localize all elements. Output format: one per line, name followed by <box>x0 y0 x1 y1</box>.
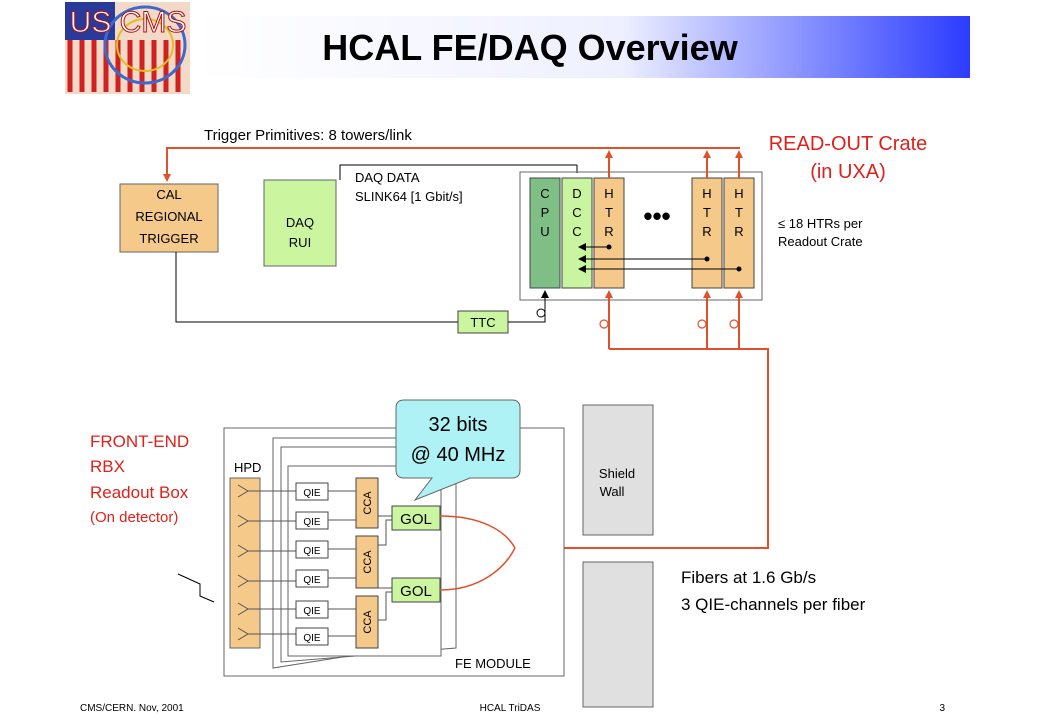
logo-text: US CMS <box>70 6 187 39</box>
cca-label: CCA <box>362 610 374 634</box>
cal-regional-trigger-box <box>119 183 219 253</box>
shield-wall-lower <box>582 561 654 708</box>
qie-label: QIE <box>303 546 321 557</box>
cpu-letter-p: P <box>541 205 550 220</box>
dcc-card <box>561 177 593 289</box>
fiber-connector <box>599 319 609 329</box>
fiber-links <box>515 290 769 549</box>
qie-label: QIE <box>303 517 321 528</box>
htr2-letter-h: H <box>702 186 711 201</box>
htr-trigger-arrows <box>605 150 743 178</box>
qie-to-cca-lines <box>328 490 356 637</box>
readout-crate-outline <box>519 171 763 301</box>
trigger-primitives-line <box>163 147 740 182</box>
readout-crate-note: Readout Crate <box>778 234 863 249</box>
ttc-line <box>175 252 458 323</box>
trigger-label: TRIGGER <box>139 231 198 246</box>
fe-module-label: FE MODULE <box>455 656 531 671</box>
qie-label: QIE <box>303 633 321 644</box>
title-banner <box>195 16 970 78</box>
readout-crate-location: (in UXA) <box>810 161 886 183</box>
daq-label: DAQ <box>286 215 314 230</box>
readout-crate-label: READ-OUT Crate <box>769 133 928 155</box>
hpd-box <box>229 477 261 649</box>
rui-label: RUI <box>289 235 311 250</box>
gol-fiber-outputs <box>439 515 516 591</box>
cca-to-gol-lines <box>378 515 392 621</box>
cal-label: CAL <box>156 187 181 202</box>
htr-card-1 <box>593 177 625 289</box>
qie-label: QIE <box>303 488 321 499</box>
htr3-letter-r: R <box>734 224 743 239</box>
footer-center: HCAL TriDAS <box>480 703 541 714</box>
gol-label: GOL <box>400 511 432 528</box>
qie-label: QIE <box>303 575 321 586</box>
cpu-letter-u: U <box>540 224 549 239</box>
data-rate-callout <box>395 399 521 502</box>
htr-count-label: ≤ 18 HTRs per <box>778 216 863 231</box>
htr-ellipsis: ••• <box>643 201 670 231</box>
daq-data-line <box>339 164 577 180</box>
hpd-label: HPD <box>234 460 261 475</box>
qie-channels-label: 3 QIE-channels per fiber <box>681 595 866 614</box>
footer-page-number: 3 <box>939 703 945 714</box>
htr-to-dcc-lines <box>578 243 739 273</box>
shield-wall-upper <box>582 404 654 536</box>
readout-box-label: Readout Box <box>90 483 189 502</box>
ttc-to-cpu-line <box>508 290 549 323</box>
gol-chip-2 <box>391 577 441 603</box>
light-bolt-icon <box>177 573 215 603</box>
callout-bits-label: 32 bits <box>429 414 488 436</box>
dcc-letter-c1: C <box>572 205 581 220</box>
gol-chip-1 <box>391 505 441 531</box>
cca-chip <box>355 535 379 589</box>
hpd-channels <box>237 484 296 641</box>
htr3-letter-h: H <box>734 186 743 201</box>
htr2-letter-r: R <box>702 224 711 239</box>
dcc-letter-d: D <box>572 186 581 201</box>
cca-label: CCA <box>362 550 374 574</box>
htr1-letter-h: H <box>604 186 613 201</box>
htr1-letter-r: R <box>604 224 613 239</box>
rbx-label: RBX <box>90 457 125 476</box>
qie-label: QIE <box>303 606 321 617</box>
fiber-rate-label: Fibers at 1.6 Gb/s <box>681 568 816 587</box>
cca-label: CCA <box>362 491 374 515</box>
on-detector-label: (On detector) <box>90 509 178 526</box>
dcc-letter-c2: C <box>572 224 581 239</box>
ttc-label: TTC <box>470 315 495 330</box>
cpu-card <box>529 177 561 289</box>
htr3-letter-t: T <box>735 205 743 220</box>
page-title: HCAL FE/DAQ Overview <box>322 27 738 68</box>
cpu-letter-c: C <box>540 186 549 201</box>
wall-label: Wall <box>600 484 625 499</box>
frontend-label: FRONT-END <box>90 432 189 451</box>
cca-chip <box>355 477 379 529</box>
callout-frequency-label: @ 40 MHz <box>411 444 506 466</box>
fiber-connector <box>729 319 739 329</box>
trigger-primitives-label: Trigger Primitives: 8 towers/link <box>204 127 412 144</box>
footer-left: CMS/CERN. Nov, 2001 <box>80 703 184 714</box>
daq-data-label: DAQ DATA <box>355 170 420 185</box>
us-cms-logo: US CMS <box>65 2 190 94</box>
fiber-connector <box>697 319 707 329</box>
gol-label: GOL <box>400 583 432 600</box>
slink-label: SLINK64 [1 Gbit/s] <box>355 189 463 204</box>
htr2-letter-t: T <box>703 205 711 220</box>
htr1-letter-t: T <box>605 205 613 220</box>
shield-label: Shield <box>599 466 635 481</box>
regional-label: REGIONAL <box>135 209 202 224</box>
cca-chip <box>355 595 379 649</box>
daq-rui-box <box>263 179 337 267</box>
